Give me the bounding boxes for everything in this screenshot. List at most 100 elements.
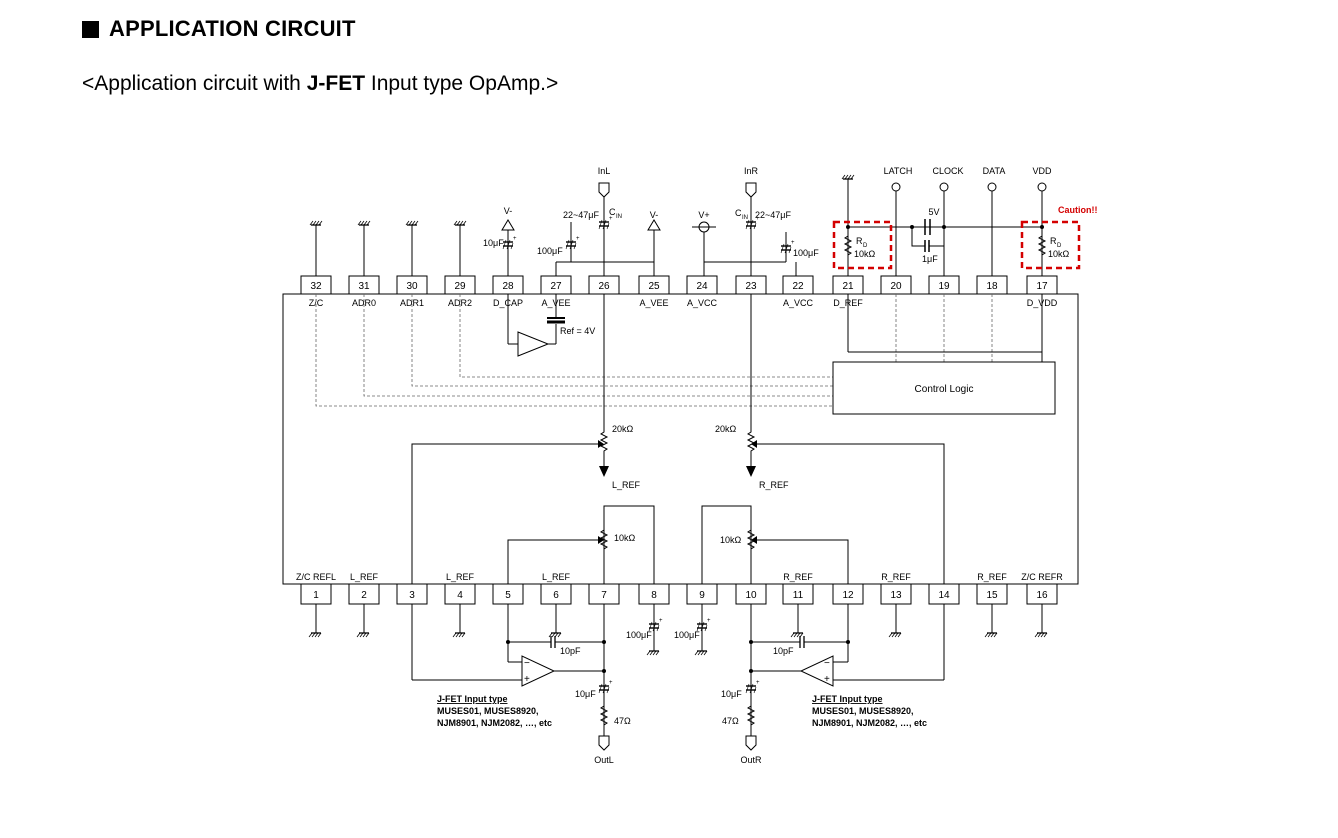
bottom-pin: 16Z/C REFR xyxy=(1021,572,1063,605)
pin-number: 29 xyxy=(454,281,466,292)
top-pin: 19 xyxy=(928,275,960,295)
top-pin: 26 xyxy=(588,275,620,295)
r-20k-label: 20kΩ xyxy=(715,424,737,434)
pin-number: 25 xyxy=(648,281,660,292)
r-10k-label: 10kΩ xyxy=(720,535,742,545)
pin-number: 30 xyxy=(406,281,418,292)
section-title: APPLICATION CIRCUIT xyxy=(109,16,356,41)
pin-number: 9 xyxy=(699,590,705,601)
pin-number: 23 xyxy=(745,281,757,292)
inr-label: InR xyxy=(744,166,759,176)
pin-number: 17 xyxy=(1036,281,1048,292)
bottom-pin: 9 xyxy=(686,583,718,605)
top-pin: 20 xyxy=(880,275,912,295)
cin-r-sub: IN xyxy=(742,215,748,221)
pin-box xyxy=(782,275,814,295)
address-pin-grounds xyxy=(309,174,855,276)
l-opamp-minus: − xyxy=(524,658,530,669)
outl-label: OutL xyxy=(594,755,614,765)
r-10pf-label: 10pF xyxy=(773,646,794,656)
r-ref-label: R_REF xyxy=(759,480,789,490)
pin-number: 4 xyxy=(457,590,463,601)
r-jfet-line1: MUSES01, MUSES8920, xyxy=(812,706,914,716)
pin-label: Z/C xyxy=(309,298,324,308)
left-volume-path: 20kΩ L_REF 10kΩ xyxy=(411,294,655,584)
pin-number: 8 xyxy=(651,590,657,601)
l-out-cap-label: 10μF xyxy=(575,689,596,699)
r-opamp-minus: − xyxy=(824,658,830,669)
bottom-pin: 13 R_REF xyxy=(880,572,912,605)
pin-number: 5 xyxy=(505,590,511,601)
cin-l-label: C xyxy=(609,207,616,217)
pin-number: 28 xyxy=(502,281,514,292)
bottom-pin: 15 R_REF xyxy=(976,572,1008,605)
r-47r-label: 47Ω xyxy=(722,716,739,726)
l-jfet-line2: NJM8901, NJM2082, …, etc xyxy=(437,718,552,728)
cin-r-range: 22~47μF xyxy=(755,210,791,220)
l-10k-label: 10kΩ xyxy=(614,533,636,543)
vdd-label: VDD xyxy=(1032,166,1052,176)
inr-input: V+ InR C IN 22~47μF 100μF xyxy=(692,166,819,276)
l-10pf-label: 10pF xyxy=(560,646,581,656)
top-pin: 18 xyxy=(976,275,1008,295)
pin-number: 15 xyxy=(986,590,998,601)
rd-right-main: R xyxy=(1050,236,1057,246)
l-20k-label: 20kΩ xyxy=(612,424,634,434)
pin-number: 6 xyxy=(553,590,559,601)
pin-number: 13 xyxy=(890,590,902,601)
subtitle-prefix: <Application circuit with xyxy=(82,72,307,95)
pin-number: 12 xyxy=(842,590,854,601)
pin-label: A_VEE xyxy=(639,298,668,308)
pin-number: 19 xyxy=(938,281,950,292)
rd-left-sub: D xyxy=(863,243,868,249)
ref-buffer: Ref = 4V xyxy=(507,294,595,357)
data-label: DATA xyxy=(983,166,1006,176)
l-opamp-plus: + xyxy=(524,674,530,685)
pin-label: R_REF xyxy=(881,572,911,582)
caution-label: Caution!! xyxy=(1058,205,1098,215)
bottom-pin: 6L_REF xyxy=(540,572,572,605)
cin-r-label: C xyxy=(735,208,742,218)
address-bus-dashed xyxy=(315,294,993,407)
subtitle-bold: J-FET xyxy=(306,72,366,95)
pin-number: 20 xyxy=(890,281,902,292)
pin-number: 14 xyxy=(938,590,950,601)
pin-number: 16 xyxy=(1036,590,1048,601)
avee-decoupling: 100μF V- xyxy=(537,210,661,276)
pin9-cap-label: 100μF xyxy=(674,630,700,640)
latch-label: LATCH xyxy=(884,166,913,176)
pin-number: 31 xyxy=(358,281,370,292)
pin-number: 27 xyxy=(550,281,562,292)
pin-label: L_REF xyxy=(350,572,379,582)
pin-label: R_REF xyxy=(977,572,1007,582)
r-opamp-plus: + xyxy=(824,674,830,685)
pin-number: 21 xyxy=(842,281,854,292)
pin-number: 24 xyxy=(696,281,708,292)
latch-cap-value: 1μF xyxy=(922,254,938,264)
pin-number: 22 xyxy=(792,281,804,292)
five-v-label: 5V xyxy=(928,207,939,217)
rd-right-sub: D xyxy=(1057,243,1062,249)
pin-label: Z/C REFL xyxy=(296,572,336,582)
section-heading: APPLICATION CIRCUIT xyxy=(82,16,356,42)
pin-label: R_REF xyxy=(783,572,813,582)
vminus-label-1: V- xyxy=(504,206,513,216)
pin-number: 2 xyxy=(361,590,367,601)
bottom-pin: 12 xyxy=(832,583,864,605)
dcap-circuit: V- 10μF xyxy=(483,206,518,276)
pin-label: A_VCC xyxy=(687,298,718,308)
top-pin: 24A_VCC xyxy=(686,275,718,308)
l-ref-label: L_REF xyxy=(612,480,641,490)
subtitle-suffix: Input type OpAmp.> xyxy=(365,72,559,95)
inl-label: InL xyxy=(598,166,611,176)
right-output-stage: − + 10pF 10μF 47Ω OutR J-FET Input type … xyxy=(721,604,945,765)
bottom-pin: 1Z/C REFL xyxy=(296,572,336,605)
pin-number: 11 xyxy=(793,590,804,601)
inl-input: InL 22~47μF C IN xyxy=(563,166,622,276)
pin-label: ADR2 xyxy=(448,298,472,308)
